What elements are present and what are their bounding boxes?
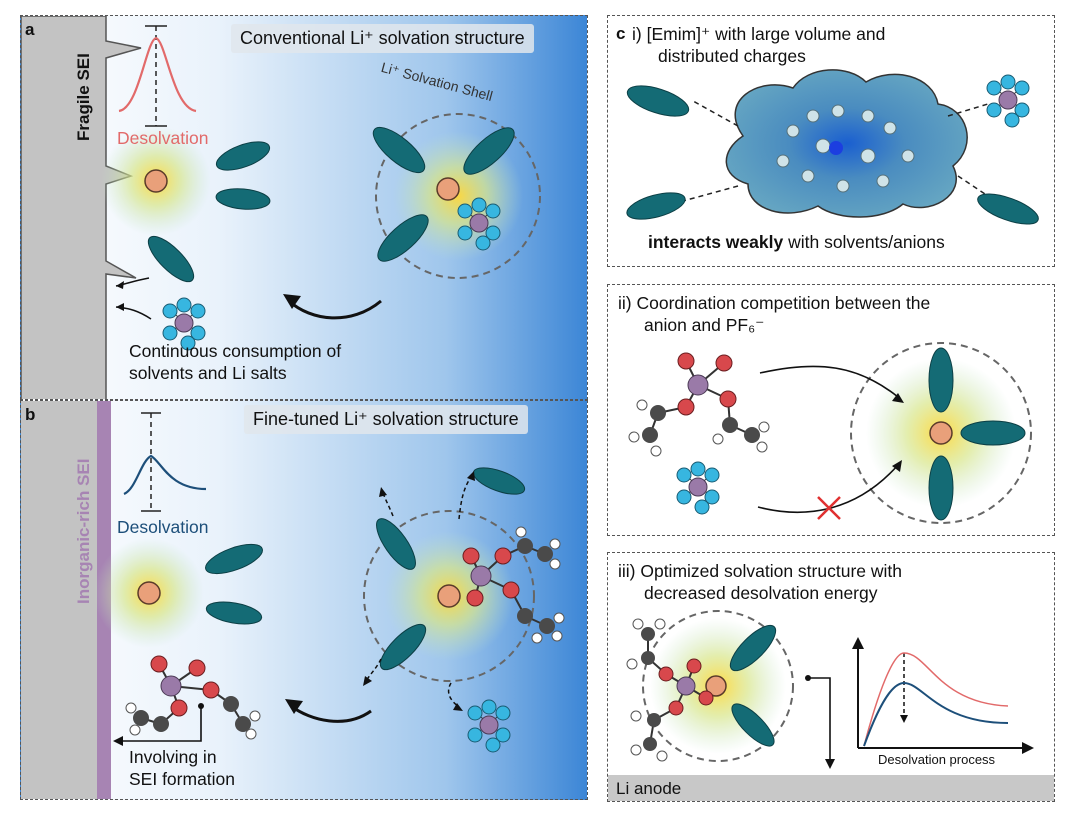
- solvent-molecule: [147, 235, 195, 283]
- panel-c-ii: ii) Coordination competition between the…: [607, 284, 1055, 536]
- li-ion: [436, 177, 460, 201]
- pf6-anion: [162, 297, 206, 351]
- solvation-shell: [642, 610, 794, 762]
- c-ii-title-1: ii) Coordination competition between the: [618, 293, 931, 313]
- solvation-shell: [363, 510, 535, 682]
- solvent-molecule: [205, 601, 263, 625]
- pf6-anion: [986, 74, 1030, 128]
- solvent-molecule: [960, 420, 1026, 446]
- solvent-molecule: [977, 193, 1039, 225]
- solvent-molecule: [379, 623, 427, 671]
- solvent-molecule: [626, 192, 686, 220]
- pf6-anion: [467, 699, 511, 753]
- c-i-title-2: distributed charges: [658, 46, 806, 66]
- li-ion: [144, 169, 168, 193]
- panel-b-title: Fine-tuned Li⁺ solvation structure: [244, 405, 528, 434]
- c-iii-x-axis-label: Desolvation process: [878, 752, 996, 767]
- involving-text-2: SEI formation: [129, 769, 236, 789]
- panel-c-iii: iii) Optimized solvation structure with …: [607, 552, 1055, 802]
- c-i-title-1: i) [Emim]⁺ with large volume and: [632, 24, 886, 44]
- panel-a-label: a: [25, 20, 35, 39]
- anion-molecule: [462, 526, 565, 644]
- solvent-molecule: [215, 141, 271, 171]
- solvent-molecule: [463, 127, 515, 175]
- solvent-molecule: [215, 188, 271, 210]
- panel-c-ii-graphic: [628, 342, 1032, 524]
- solvent-molecule: [472, 467, 526, 495]
- solvent-molecule: [372, 126, 426, 174]
- c-iii-title-2: decreased desolvation energy: [644, 583, 878, 603]
- consumption-text-1: Continuous consumption of: [129, 341, 342, 361]
- fragile-desolvation-curve: [118, 36, 197, 113]
- c-iii-fine-curve: [863, 681, 1009, 747]
- fragile-sei-label: Fragile SEI: [74, 53, 93, 141]
- shell-label: Li⁺ Solvation Shell: [380, 59, 495, 104]
- solvent-molecule: [377, 214, 429, 262]
- panel-b-graphic: [21, 401, 565, 799]
- consumption-text-2: solvents and Li salts: [129, 363, 287, 383]
- panel-c-label: c: [616, 24, 626, 43]
- emim-cation-cloud: [725, 69, 968, 218]
- emim-atoms: [776, 104, 915, 193]
- anion-molecule: [626, 618, 714, 762]
- li-anode-bar: Li anode: [608, 775, 1054, 801]
- panel-b-label: b: [25, 405, 36, 424]
- nitrogen-atom: [829, 141, 843, 155]
- li-ion: [929, 421, 953, 445]
- pf6-anion: [676, 461, 720, 515]
- desolvation-label-b: Desolvation: [117, 517, 209, 537]
- panel-a-title: Conventional Li⁺ solvation structure: [231, 24, 534, 53]
- pf6-anion: [457, 197, 501, 251]
- anion-molecule: [628, 352, 770, 457]
- solvation-shell: [375, 113, 541, 279]
- desolvation-label-a: Desolvation: [117, 128, 209, 148]
- c-iii-title-1: iii) Optimized solvation structure with: [618, 561, 902, 581]
- involving-text-1: Involving in: [129, 747, 217, 767]
- li-anode-label: Li anode: [616, 779, 682, 798]
- panel-b: b Inorganic-rich SEI Fine-tuned Li⁺ solv…: [20, 400, 588, 800]
- c-i-caption-rest: with solvents/anions: [783, 232, 945, 252]
- solvent-molecule: [729, 624, 777, 672]
- c-ii-title-2: anion and PF₆⁻: [644, 315, 765, 335]
- li-ion: [437, 584, 461, 608]
- solvent-molecule: [626, 85, 690, 117]
- fine-desolvation-curve: [123, 454, 207, 496]
- solvation-shell: [850, 342, 1032, 524]
- c-i-caption-bold: interacts weakly: [648, 232, 784, 252]
- li-ion: [705, 675, 727, 697]
- panel-a: Li⁺ Solvation Shell a Fragile SEI Conven…: [20, 15, 588, 400]
- panel-a-graphic: Li⁺ Solvation Shell: [21, 16, 541, 399]
- solvent-molecule: [376, 518, 416, 570]
- solvent-molecule: [205, 543, 263, 575]
- panel-c-i-graphic: [626, 69, 1039, 225]
- c-iii-fragile-curve: [863, 652, 1009, 747]
- solvent-molecule: [928, 347, 954, 413]
- solvent-molecule: [928, 455, 954, 521]
- panel-c-iii-graphic: [626, 610, 1034, 769]
- panel-c-i: c i) [Emim]⁺ with large volume and distr…: [607, 15, 1055, 267]
- li-ion: [137, 581, 161, 605]
- c-i-caption: interacts weakly with solvents/anions: [648, 232, 945, 253]
- solvent-molecule: [731, 703, 775, 747]
- anion-molecule: [125, 655, 261, 740]
- inorganic-sei-label: Inorganic-rich SEI: [74, 458, 93, 604]
